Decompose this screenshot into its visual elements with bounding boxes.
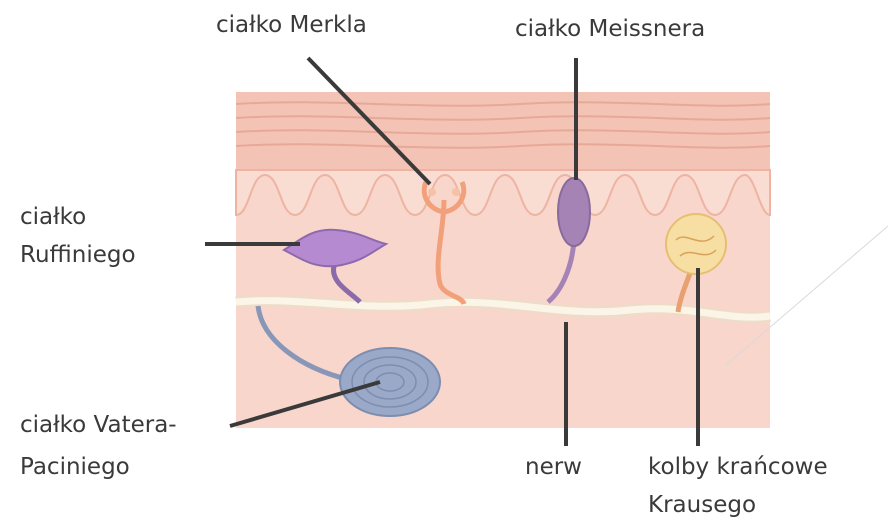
label-vatera-line1: ciałko Vatera- (20, 410, 177, 440)
label-vater-pacini: ciałko Vatera- Paciniego (20, 410, 177, 482)
label-meissner: ciałko Meissnera (515, 14, 705, 44)
label-vatera-line2: Paciniego (20, 452, 177, 482)
label-krause: kolby krańcowe Krausego (648, 452, 828, 520)
label-nerve: nerw (525, 452, 582, 482)
label-ruffini-line2: Ruffiniego (20, 240, 136, 270)
label-ruffini: ciałko Ruffiniego (20, 202, 136, 270)
label-krause-line2: Krausego (648, 490, 828, 520)
label-ruffini-line1: ciałko (20, 202, 136, 232)
label-krause-line1: kolby krańcowe (648, 452, 828, 482)
label-merkel: ciałko Merkla (216, 10, 367, 40)
